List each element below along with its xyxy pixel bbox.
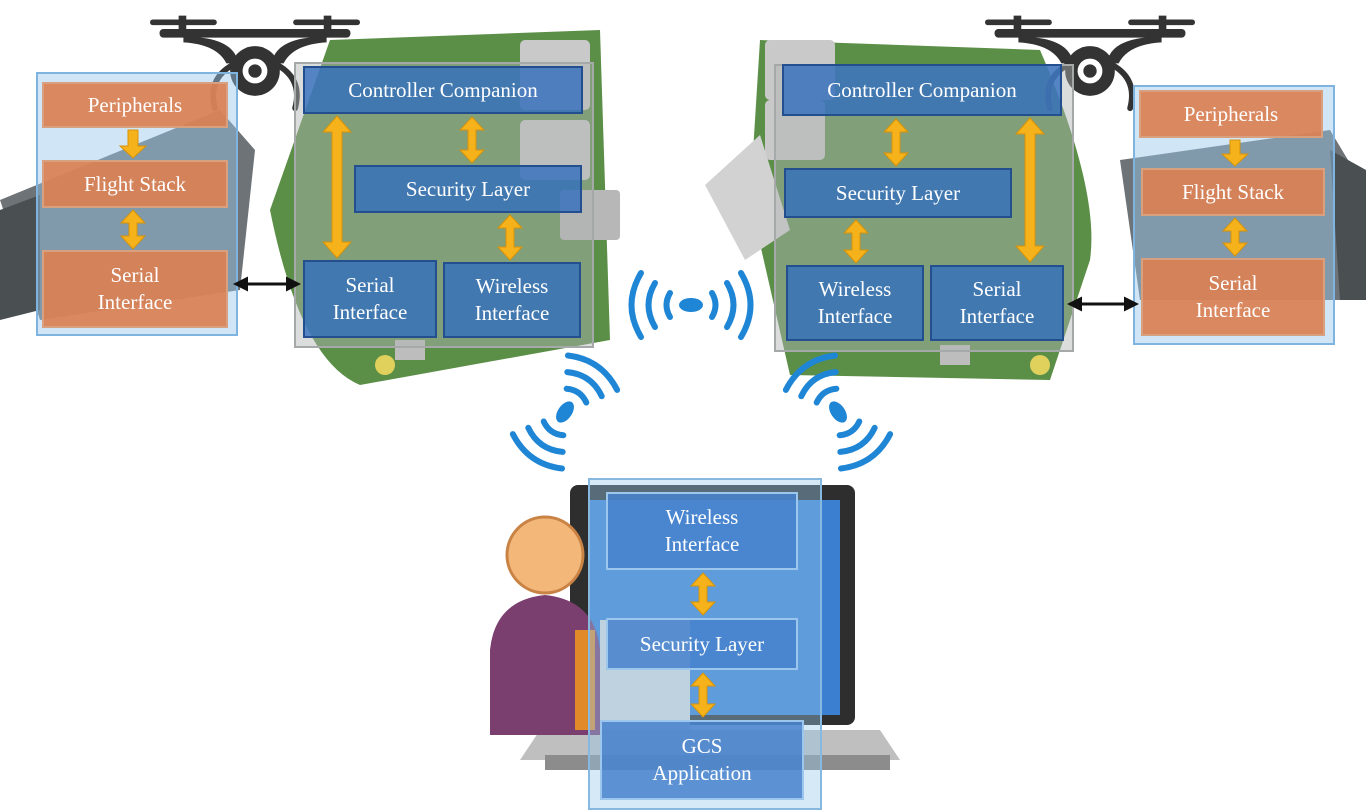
wifi-icon [509,352,621,472]
wifi-icon [782,352,894,472]
right-peripherals-box: Peripherals [1139,90,1323,138]
right-fc-serial-interface-box: Serial Interface [1141,258,1325,336]
right-controller-companion-box: Controller Companion [782,64,1062,116]
left-controller-companion-box: Controller Companion [303,66,583,114]
user-icon [490,515,600,735]
right-security-layer-box: Security Layer [784,168,1012,218]
right-flight-stack-box: Flight Stack [1141,168,1325,216]
right-companion-serial-interface-box: Serial Interface [930,265,1064,341]
left-security-layer-box: Security Layer [354,165,582,213]
wifi-icon [628,270,754,340]
left-peripherals-box: Peripherals [42,82,228,128]
gcs-security-layer-box: Security Layer [606,618,798,670]
left-companion-serial-interface-box: Serial Interface [303,260,437,338]
left-wireless-interface-box: Wireless Interface [443,262,581,338]
left-fc-serial-interface-box: Serial Interface [42,250,228,328]
right-wireless-interface-box: Wireless Interface [786,265,924,341]
gcs-wireless-interface-box: Wireless Interface [606,492,798,570]
left-flight-stack-box: Flight Stack [42,160,228,208]
gcs-application-box: GCS Application [600,720,804,800]
